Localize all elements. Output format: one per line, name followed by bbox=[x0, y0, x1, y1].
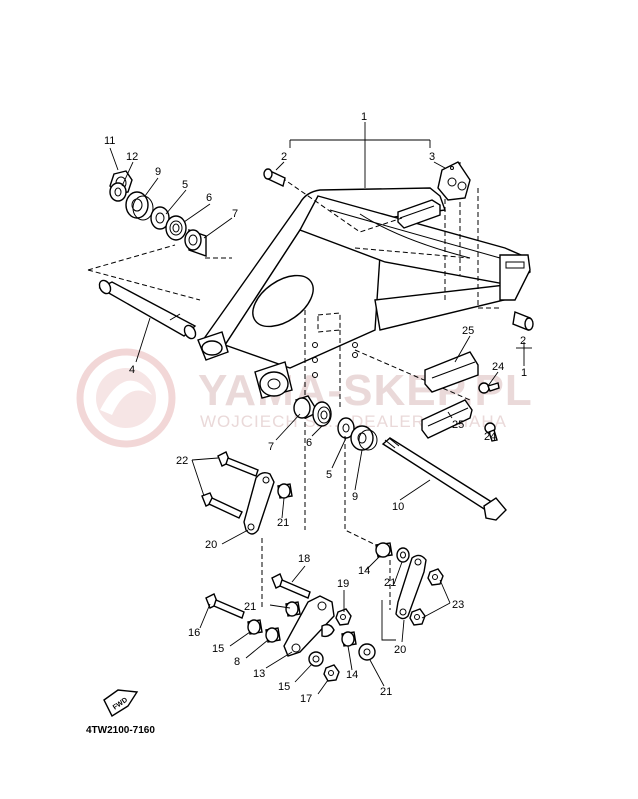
part-25-chain-slider-lower bbox=[421, 399, 473, 439]
callout-15: 15 bbox=[212, 643, 224, 655]
fwd-arrow: FWD bbox=[103, 689, 139, 718]
part-14-collar-upper bbox=[375, 542, 393, 558]
callout-2b: 2 bbox=[520, 335, 526, 347]
part-19-nut bbox=[335, 608, 352, 626]
callout-12: 12 bbox=[126, 151, 138, 163]
callout-13: 13 bbox=[253, 668, 265, 680]
callout-25: 25 bbox=[462, 325, 474, 337]
callout-24: 24 bbox=[492, 361, 504, 373]
part-15-collar-lower bbox=[308, 651, 324, 667]
part-10-pivot-bolt bbox=[381, 437, 507, 521]
part-21-washer-d bbox=[358, 643, 376, 661]
part-3-adjuster-plate bbox=[437, 161, 471, 201]
part-22-bolt-lower bbox=[201, 492, 243, 519]
callout-16: 16 bbox=[188, 627, 200, 639]
callout-21c: 21 bbox=[244, 601, 256, 613]
part-18-bolt bbox=[271, 573, 311, 599]
part-24-screw-lower bbox=[484, 422, 498, 442]
part-23-nut-upper bbox=[427, 568, 444, 586]
part-25-chain-slider-upper bbox=[424, 351, 479, 393]
diagram-code: 4TW2100-7160 bbox=[86, 725, 155, 736]
part-24-screw-upper bbox=[478, 382, 500, 394]
part-14-collar-lower bbox=[341, 631, 357, 647]
callout-6: 6 bbox=[206, 192, 212, 204]
callout-21d: 21 bbox=[380, 686, 392, 698]
callout-21b: 21 bbox=[384, 577, 396, 589]
part-2-collar-top bbox=[263, 168, 286, 187]
pivot-boss bbox=[197, 331, 229, 361]
callout-1b: 1 bbox=[521, 367, 527, 379]
pivot-hardware-left bbox=[109, 170, 207, 257]
callout-8: 8 bbox=[234, 656, 240, 668]
callout-9: 9 bbox=[155, 166, 161, 178]
callout-20: 20 bbox=[205, 539, 217, 551]
callout-19: 19 bbox=[337, 578, 349, 590]
part-21-washer-b bbox=[396, 547, 410, 563]
part-13-connecting-rod bbox=[283, 595, 335, 657]
callout-7b: 7 bbox=[268, 441, 274, 453]
callout-1: 1 bbox=[361, 111, 367, 123]
callout-14: 14 bbox=[358, 565, 370, 577]
part-6-bearing bbox=[165, 215, 187, 241]
swingarm bbox=[197, 162, 531, 530]
front-pivot-boss bbox=[254, 361, 293, 399]
part-20-relay-arm-right bbox=[395, 554, 427, 620]
part-4-pivot-shaft bbox=[98, 279, 197, 340]
part-8-bushing bbox=[265, 627, 281, 643]
callout-10: 10 bbox=[392, 501, 404, 513]
callout-20b: 20 bbox=[394, 644, 406, 656]
callout-11: 11 bbox=[104, 135, 115, 147]
part-6-bearing-right bbox=[312, 401, 332, 427]
callout-labels: 1 2 3 11 12 9 5 6 7 4 7 6 5 9 10 25 25 2… bbox=[104, 111, 527, 705]
callout-18: 18 bbox=[298, 553, 310, 565]
callout-4: 4 bbox=[129, 364, 135, 376]
callout-2: 2 bbox=[281, 151, 287, 163]
part-2-collar-right bbox=[512, 311, 534, 331]
part-17-nut bbox=[323, 664, 340, 682]
callout-14b: 14 bbox=[346, 669, 358, 681]
part-7-bushing bbox=[184, 229, 207, 257]
callout-6b: 6 bbox=[306, 437, 312, 449]
part-9-collar bbox=[125, 191, 154, 221]
pivot-hardware-right bbox=[293, 395, 378, 451]
part-20-relay-arm-left bbox=[243, 471, 275, 535]
part-23-nut-lower bbox=[409, 608, 426, 626]
leader-lines bbox=[109, 122, 532, 695]
callout-7: 7 bbox=[232, 208, 238, 220]
callout-24b: 24 bbox=[484, 431, 496, 443]
callout-9b: 9 bbox=[352, 491, 358, 503]
part-15-collar-upper bbox=[247, 619, 263, 635]
callout-25b: 25 bbox=[452, 419, 464, 431]
callout-23: 23 bbox=[452, 599, 464, 611]
part-16-bolt bbox=[205, 593, 245, 619]
watermark-logo bbox=[76, 348, 176, 448]
callout-15b: 15 bbox=[278, 681, 290, 693]
callout-5b: 5 bbox=[326, 469, 332, 481]
callout-3: 3 bbox=[429, 151, 435, 163]
part-5-oil-seal bbox=[150, 206, 170, 230]
part-22-bolt-upper bbox=[217, 451, 259, 477]
callout-21: 21 bbox=[277, 517, 289, 529]
part-21-collar-c bbox=[285, 601, 301, 617]
part-12-washer bbox=[109, 182, 127, 202]
callout-5: 5 bbox=[182, 179, 188, 191]
callout-22: 22 bbox=[176, 455, 188, 467]
part-21-collar-a bbox=[277, 483, 293, 499]
callout-17: 17 bbox=[300, 693, 312, 705]
